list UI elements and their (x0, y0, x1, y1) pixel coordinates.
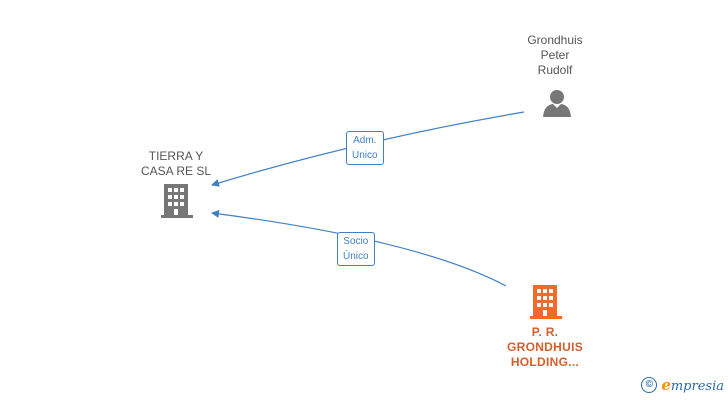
copyright-icon: © (641, 377, 658, 393)
node-holding-label-line-1: P. R. (531, 325, 559, 339)
footer-branding: © empresia (641, 376, 724, 394)
node-tierra-label-line-2: CASA RE SL (140, 164, 212, 178)
edge-admin-label-line-2: Unico (352, 150, 378, 161)
edge-socio-label-line-1: Socio (343, 236, 369, 247)
building-icon[interactable] (161, 184, 193, 218)
edge-admin-label-line-1: Adm. (353, 135, 377, 146)
brand-name-rest: mpresia (670, 379, 724, 394)
node-grondhuis-label-line-3: Rudolf (537, 63, 573, 77)
brand-initial: e (661, 376, 671, 394)
brand-logo[interactable]: empresia (661, 376, 724, 394)
node-grondhuis-label-line-1: Grondhuis (527, 33, 583, 47)
node-tierra-label-line-1: TIERRA Y (148, 149, 204, 163)
node-grondhuis-label[interactable]: Grondhuis Peter Rudolf (505, 33, 605, 78)
person-icon[interactable] (542, 88, 572, 118)
edge-socio-line (211, 209, 507, 287)
node-tierra-label[interactable]: TIERRA Y CASA RE SL (126, 149, 226, 179)
node-grondhuis-label-line-2: Peter (540, 48, 570, 62)
node-holding-label-line-3: HOLDING... (510, 355, 580, 369)
edge-socio-badge[interactable]: Socio Único (337, 232, 375, 266)
building-icon-highlighted[interactable] (530, 285, 562, 319)
node-holding-label[interactable]: P. R. GRONDHUIS HOLDING... (490, 325, 600, 370)
edge-socio-label-line-2: Único (343, 251, 369, 262)
node-holding-label-line-2: GRONDHUIS (506, 340, 584, 354)
edge-admin-badge[interactable]: Adm. Unico (346, 131, 384, 165)
